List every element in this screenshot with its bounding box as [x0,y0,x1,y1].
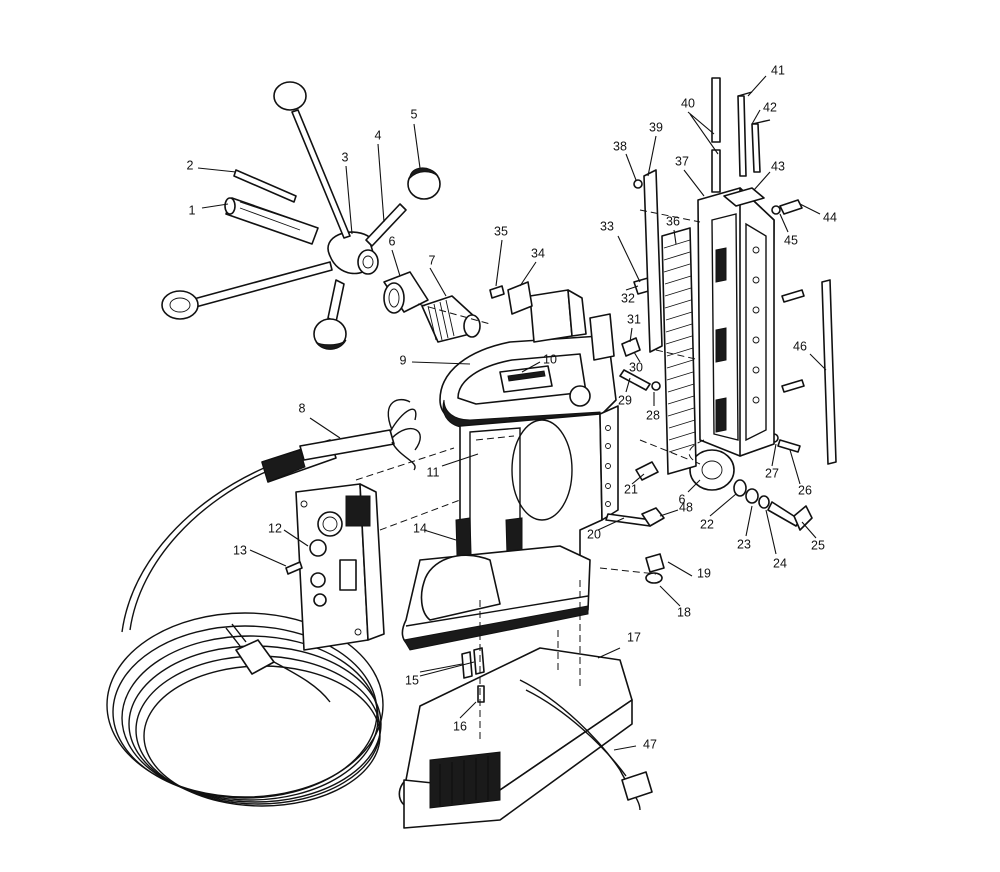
callout-47: 47 [643,737,657,751]
callout-48: 48 [679,500,693,514]
assembly-lines [355,209,705,740]
callout-26: 26 [798,483,812,497]
callout-18: 18 [677,605,691,619]
bushing-left [383,271,429,314]
callout-25: 25 [811,538,825,552]
feed-handle-assembly [161,81,441,350]
callout-24: 24 [773,556,787,570]
magnet-base [398,647,653,829]
gib-strip [643,169,663,353]
callout-1: 1 [189,203,196,217]
callout-4: 4 [375,128,382,142]
callout-15: 15 [405,673,419,687]
callout-3: 3 [342,150,349,164]
callout-33: 33 [600,219,614,233]
callout-28: 28 [646,408,660,422]
callout-40: 40 [681,96,695,110]
callout-41: 41 [771,63,785,77]
pinion-gear [421,295,481,343]
callout-6a: 6 [389,234,396,248]
spindle-key [233,169,297,203]
callout-14: 14 [413,521,427,535]
rods-and-keys [711,77,771,207]
drill-frame [401,289,619,651]
cover-strip [821,279,837,465]
callout-labels: 1 2 3 4 5 6 6 7 8 9 10 11 12 13 14 15 16… [187,63,837,751]
callout-44: 44 [823,210,837,224]
callout-43: 43 [771,159,785,173]
leader-lines [197,75,827,751]
cord-connector [299,398,421,471]
spindle-shaft [224,197,319,245]
callout-29: 29 [618,393,632,407]
callout-32: 32 [621,291,635,305]
callout-36: 36 [666,214,680,228]
callout-2: 2 [187,158,194,172]
callout-23: 23 [737,537,751,551]
callout-13: 13 [233,543,247,557]
callout-22: 22 [700,517,714,531]
callout-5: 5 [411,107,418,121]
callout-6b: 6 [679,492,686,506]
callout-42: 42 [763,100,777,114]
callout-17: 17 [627,630,641,644]
callout-8: 8 [299,401,306,415]
callout-35: 35 [494,224,508,238]
slide-carriage [697,187,805,457]
callout-19: 19 [697,566,711,580]
callout-10: 10 [543,352,557,366]
callout-31: 31 [627,312,641,326]
callout-37: 37 [675,154,689,168]
callout-20: 20 [587,527,601,541]
callout-9: 9 [400,353,407,367]
callout-39: 39 [649,120,663,134]
callout-12: 12 [268,521,282,535]
callout-45: 45 [784,233,798,247]
callout-38: 38 [613,139,627,153]
callout-16: 16 [453,719,467,733]
callout-7: 7 [429,253,436,267]
callout-30: 30 [629,360,643,374]
gear-rack [661,227,697,475]
callout-11: 11 [427,465,440,479]
callout-46: 46 [793,339,807,353]
callout-21: 21 [624,482,638,496]
callout-27: 27 [765,466,779,480]
callout-34: 34 [531,246,545,260]
switch-panel [295,483,385,651]
